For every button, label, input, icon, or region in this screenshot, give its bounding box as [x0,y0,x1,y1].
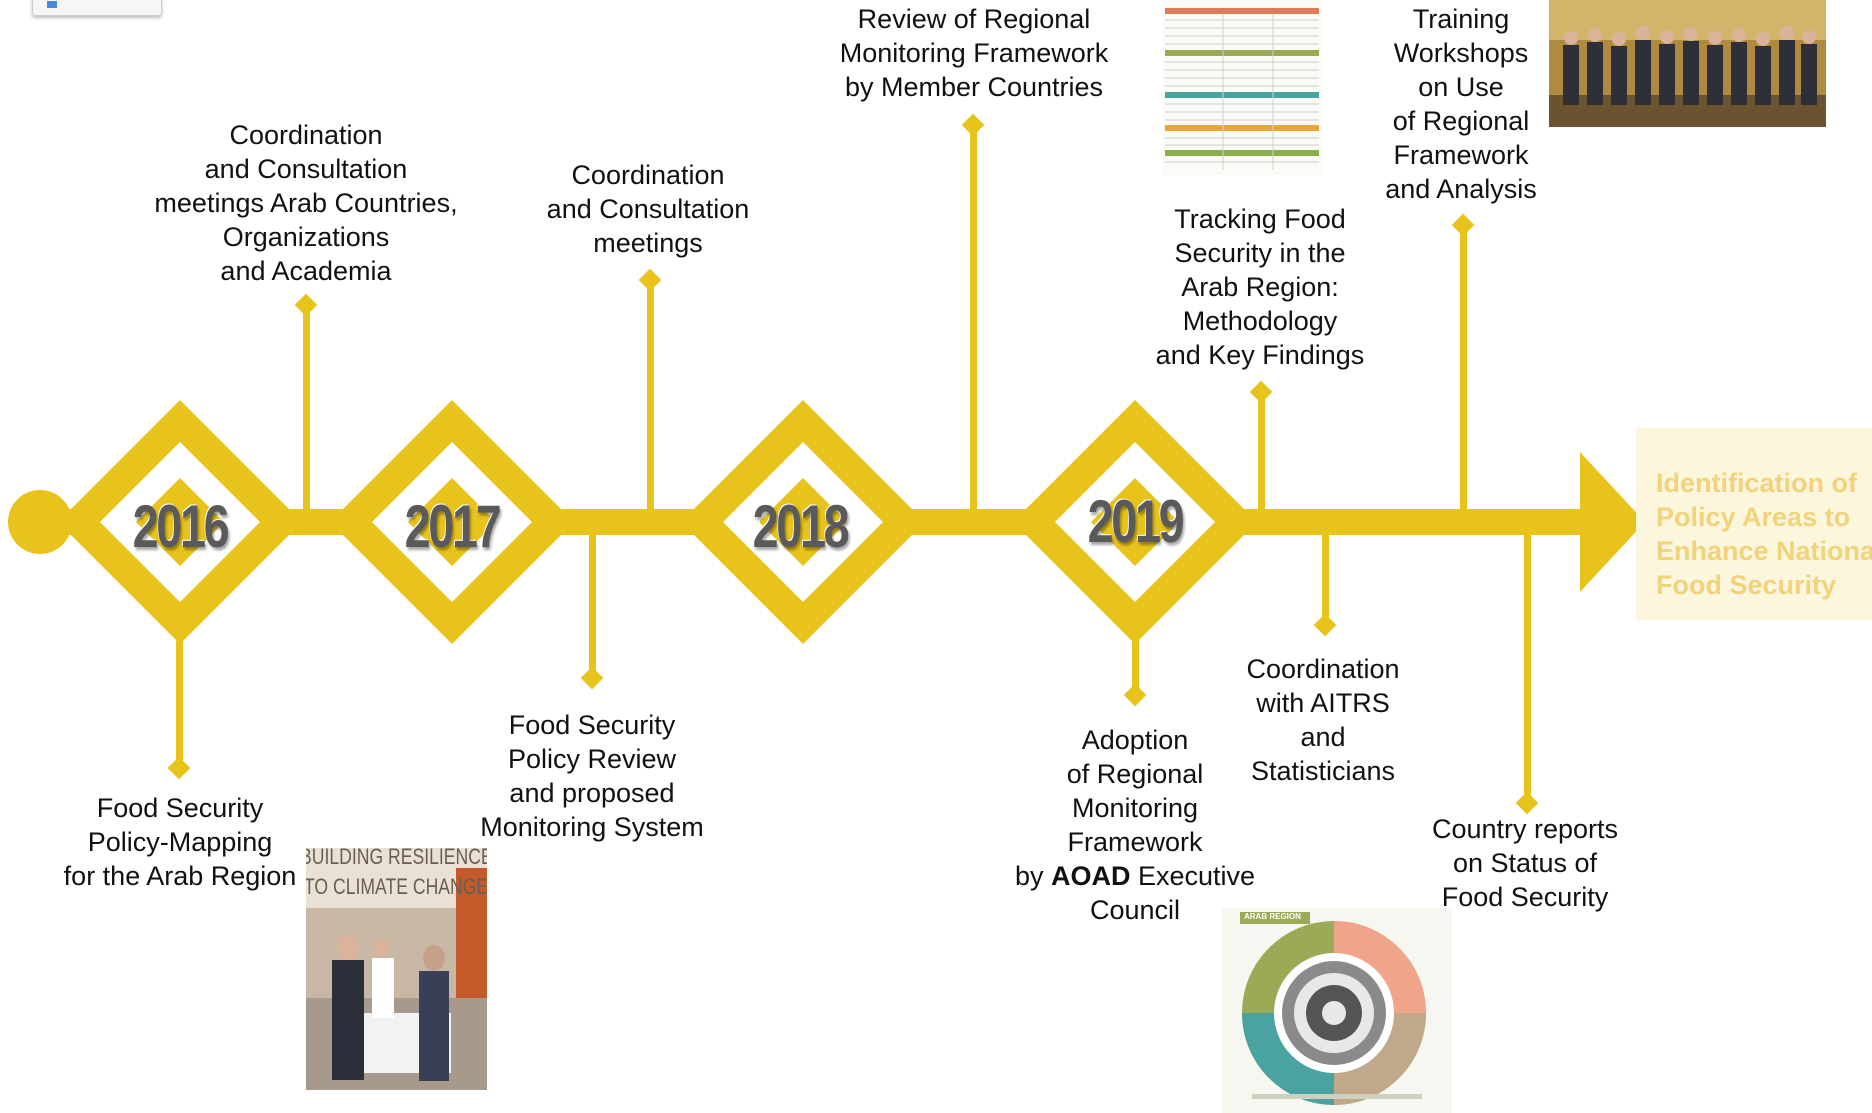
stem-e10 [1524,530,1531,803]
event-coordination-aitrs: Coordination with AITRS and Statistician… [1246,654,1400,786]
document-table-image [1163,0,1321,175]
event-framework-adoption: Adoption of Regional Monitoring Framewor… [1015,723,1255,927]
stem-e5 [970,125,977,515]
aoad-bold: AOAD [1050,861,1131,891]
diamond-e9 [1451,213,1475,237]
diamond-e7 [1249,380,1273,404]
event-policy-mapping: Food Security Policy-Mapping for the Ara… [63,793,297,891]
diamond-e2 [294,293,318,317]
year-label-2018: 2018 [752,493,850,560]
event-policy-review: Food Security Policy Review and proposed… [480,710,704,842]
doc-icon [47,1,57,8]
year-label-2016: 2016 [132,493,230,560]
stem-e3 [589,530,596,680]
diamond-e4 [638,268,662,292]
banner-line-2: TO CLIMATE CHANGE [306,874,487,899]
stem-e9 [1460,225,1467,515]
stem-e7 [1258,392,1265,515]
year-label-2019: 2019 [1087,488,1185,555]
stem-e2 [303,305,310,515]
stem-e8 [1322,530,1329,625]
event-country-reports: Country reports on Status of Food Securi… [1431,814,1619,912]
food-security-wheel-image: ARAB REGION [1222,908,1452,1113]
year-marker-2017 [330,400,574,644]
diamond-e8 [1313,613,1337,637]
conference-photo: BUILDING RESILIENCE TO CLIMATE CHANGE [306,848,487,1090]
event-tracking-food-security: Tracking Food Security in the Arab Regio… [1155,204,1365,370]
diamond-e5 [961,113,985,137]
final-goal-box: Identification of Policy Areas to Enhanc… [1636,428,1872,620]
stem-e4 [647,280,654,515]
wheel-tag: ARAB REGION [1244,912,1301,921]
workshop-group-photo [1549,0,1826,127]
window-toolbar-button[interactable] [32,0,162,16]
diamond-e6 [1123,683,1147,707]
event-consultation-meetings: Coordination and Consultation meetings [546,160,750,258]
event-framework-adoption-tail: Executive Council [1089,861,1256,925]
year-marker-2019 [1013,400,1257,644]
stem-e1 [176,620,183,770]
event-consultation-arab-countries: Coordination and Consultation meetings A… [154,120,458,286]
timeline-arrow-head [1580,452,1645,592]
final-goal-text: Identification of Policy Areas to Enhanc… [1656,468,1872,600]
year-marker-2016 [58,400,302,644]
stem-e6 [1132,630,1139,695]
diamond-e10 [1515,791,1539,815]
year-label-2017: 2017 [404,493,502,560]
event-framework-review: Review of Regional Monitoring Framework … [839,4,1109,102]
event-training-workshops: Training Workshops on Use of Regional Fr… [1385,4,1537,204]
diamond-e3 [580,666,604,690]
event-framework-adoption-text: Adoption of Regional Monitoring Framewor… [1014,725,1204,891]
diamond-e1 [167,756,191,780]
year-marker-2018 [681,400,925,644]
banner-line-1: BUILDING RESILIENCE [306,848,487,869]
timeline-start-dot [8,490,72,554]
